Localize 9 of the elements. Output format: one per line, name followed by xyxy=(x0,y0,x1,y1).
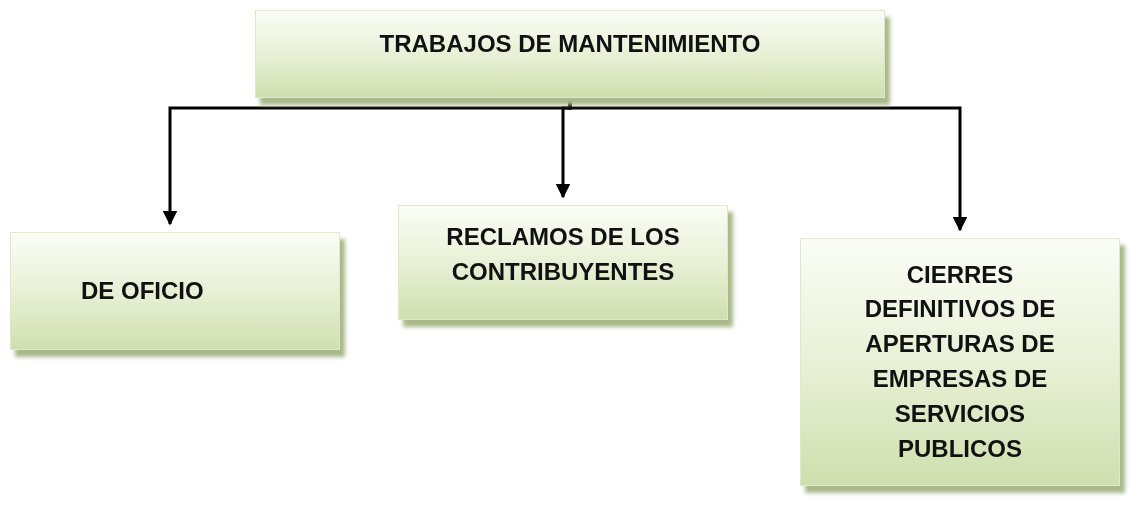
process-box xyxy=(255,10,885,98)
box-label: TRABAJOS DE MANTENIMIENTO xyxy=(379,29,761,59)
box-label: RECLAMOS DE LOS CONTRIBUYENTES xyxy=(445,222,681,287)
process-box xyxy=(10,232,340,350)
process-box xyxy=(800,238,1120,486)
box-label: CIERRES DEFINITIVOS DE APERTURAS DE EMPRESAS DE SERVICIOS PUBLICOS xyxy=(863,259,1057,464)
box-label: DE OFICIO xyxy=(81,275,204,306)
arrow xyxy=(568,98,968,232)
process-box xyxy=(398,205,728,320)
